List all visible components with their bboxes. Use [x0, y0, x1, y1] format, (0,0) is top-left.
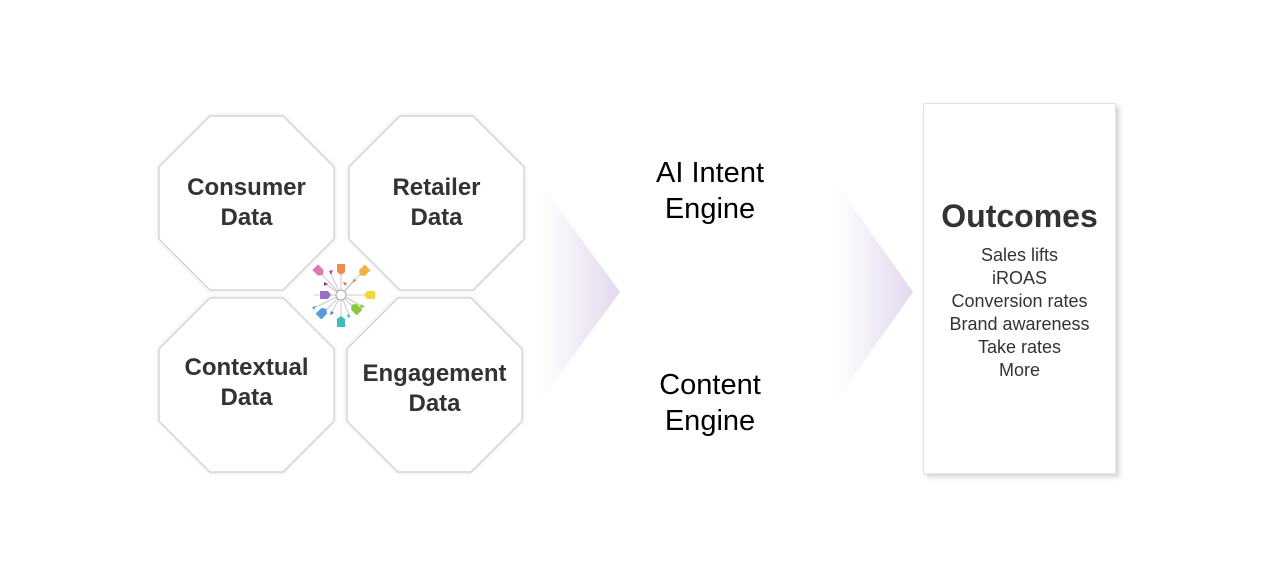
content-engine-label: Content Engine	[610, 367, 810, 439]
octagon-label-line1: Contextual	[184, 354, 309, 381]
octagon-shape	[348, 115, 525, 291]
outcomes-panel: Outcomes Sales lifts iROAS Conversion ra…	[923, 103, 1116, 474]
consumer-data-octagon: Consumer Data	[158, 115, 335, 291]
retailer-data-octagon: Retailer Data	[348, 115, 525, 291]
outcome-item: Brand awareness	[949, 314, 1090, 334]
octagon-shape	[346, 297, 523, 473]
outcome-item: Conversion rates	[951, 291, 1088, 311]
octagon-label-line1: Engagement	[362, 360, 507, 387]
octagon-shape	[158, 297, 335, 473]
outcomes-title: Outcomes	[941, 198, 1098, 234]
outcome-item: Sales lifts	[980, 245, 1059, 265]
outcome-item: Take rates	[977, 337, 1062, 357]
engine-label-line1: Content	[659, 369, 761, 401]
engine-label-line2: Engine	[664, 405, 756, 437]
octagon-label-line1: Consumer	[187, 174, 306, 201]
engine-label-line1: AI Intent	[655, 157, 764, 189]
octagon-label-line2: Data	[408, 390, 461, 417]
engagement-data-octagon: Engagement Data	[346, 297, 523, 473]
octagon-label-line1: Retailer	[392, 174, 481, 201]
ai-intent-engine-label: AI Intent Engine	[610, 155, 810, 227]
octagon-shape	[158, 115, 335, 291]
colorful-tags-burst-icon	[306, 260, 378, 332]
flow-arrow-chevron	[540, 183, 622, 401]
contextual-data-octagon: Contextual Data	[158, 297, 335, 473]
octagon-label-line2: Data	[410, 204, 463, 231]
outcome-item: iROAS	[991, 268, 1047, 288]
outcome-item: More	[998, 360, 1040, 380]
outcomes-list: Sales lifts iROAS Conversion rates Brand…	[924, 244, 1115, 382]
octagon-label-line2: Data	[220, 204, 273, 231]
engine-label-line2: Engine	[664, 193, 756, 225]
octagon-label-line2: Data	[220, 384, 273, 411]
flow-arrow-chevron	[836, 183, 916, 401]
